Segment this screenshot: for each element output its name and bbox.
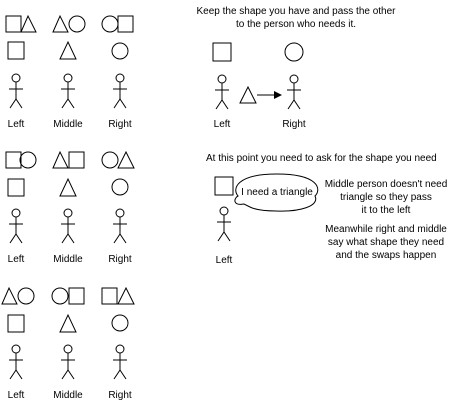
square-shape — [101, 287, 118, 305]
row3-middle-held-pair — [51, 287, 85, 305]
square-shape — [5, 15, 22, 33]
row3-right-held-pair — [101, 286, 135, 305]
row3-middle-label: Middle — [53, 390, 83, 401]
ask-person-stick-figure — [217, 206, 231, 242]
triangle-shape — [1, 286, 18, 305]
instruction-line-1: Keep the shape you have and pass the oth… — [196, 6, 396, 17]
row3-right-stick-figure — [113, 344, 127, 380]
note1-line-2: triangle so they pass — [340, 192, 432, 203]
triangle-shape — [52, 150, 69, 169]
pass-left-stick-figure — [215, 74, 229, 110]
row1-left-label: Left — [8, 119, 25, 130]
note2-line-2: say what shape they need — [328, 237, 444, 248]
pass-right-stick-figure — [287, 74, 301, 110]
pass-right-label: Right — [282, 119, 306, 130]
circle-shape — [101, 15, 119, 33]
speech-bubble — [234, 173, 319, 212]
circle-shape — [101, 151, 119, 169]
row3-middle-need-triangle — [59, 313, 77, 333]
row1-right-label: Right — [108, 119, 132, 130]
row1-middle-label: Middle — [53, 119, 83, 130]
row3-left-stick-figure — [9, 344, 23, 380]
pass-left-square — [212, 42, 232, 62]
pass-left-label: Left — [214, 119, 231, 130]
row1-right-need-circle — [111, 42, 129, 60]
ask-person-label: Left — [216, 255, 233, 266]
row2-right-stick-figure — [113, 208, 127, 244]
row3-right-label: Right — [108, 390, 132, 401]
row1-right-stick-figure — [113, 73, 127, 109]
row1-middle-held-pair — [52, 14, 86, 33]
triangle-shape — [117, 150, 135, 169]
instruction-line-2: to the person who needs it. — [236, 19, 356, 30]
circle-shape — [51, 287, 69, 305]
row2-middle-stick-figure — [61, 208, 75, 244]
pass-right-circle — [284, 42, 304, 62]
speech-text: I need a triangle — [241, 187, 313, 198]
row1-left-need-square — [7, 41, 25, 60]
passed-triangle — [239, 85, 257, 104]
row2-left-stick-figure — [9, 208, 23, 244]
row2-left-label: Left — [8, 254, 25, 265]
row2-right-held-pair — [101, 150, 135, 169]
square-shape — [117, 15, 134, 33]
note1-line-3: it to the left — [362, 205, 411, 216]
ask-heading: At this point you need to ask for the sh… — [206, 153, 437, 164]
note2-line-1: Meanwhile right and middle — [325, 224, 447, 235]
row3-left-need-square — [7, 314, 25, 333]
row2-middle-need-triangle — [59, 177, 77, 197]
row2-right-label: Right — [108, 254, 132, 265]
row3-middle-stick-figure — [61, 344, 75, 380]
row2-middle-held-pair — [52, 150, 85, 169]
square-shape — [68, 287, 85, 305]
row2-left-held-pair — [5, 151, 37, 169]
row3-left-label: Left — [8, 390, 25, 401]
row3-right-need-circle — [111, 314, 129, 332]
row3-left-held-pair — [1, 286, 35, 305]
row1-left-held-pair — [5, 14, 37, 33]
circle-shape — [17, 287, 35, 305]
triangle-shape — [20, 14, 37, 33]
row2-left-need-square — [7, 178, 25, 197]
circle-shape — [19, 151, 37, 169]
square-shape — [68, 151, 85, 169]
row2-middle-label: Middle — [53, 254, 83, 265]
note2-line-3: and the swaps happen — [336, 250, 437, 261]
note1-line-1: Middle person doesn't need — [325, 179, 448, 190]
circle-shape — [68, 15, 86, 33]
row2-right-need-circle — [111, 178, 129, 196]
ask-person-square — [214, 176, 234, 196]
triangle-shape — [117, 286, 135, 305]
row1-left-stick-figure — [9, 73, 23, 109]
square-shape — [5, 151, 22, 169]
row1-middle-stick-figure — [61, 73, 75, 109]
triangle-shape — [52, 14, 69, 33]
row1-right-held-pair — [101, 15, 134, 33]
row1-middle-need-triangle — [59, 40, 77, 60]
